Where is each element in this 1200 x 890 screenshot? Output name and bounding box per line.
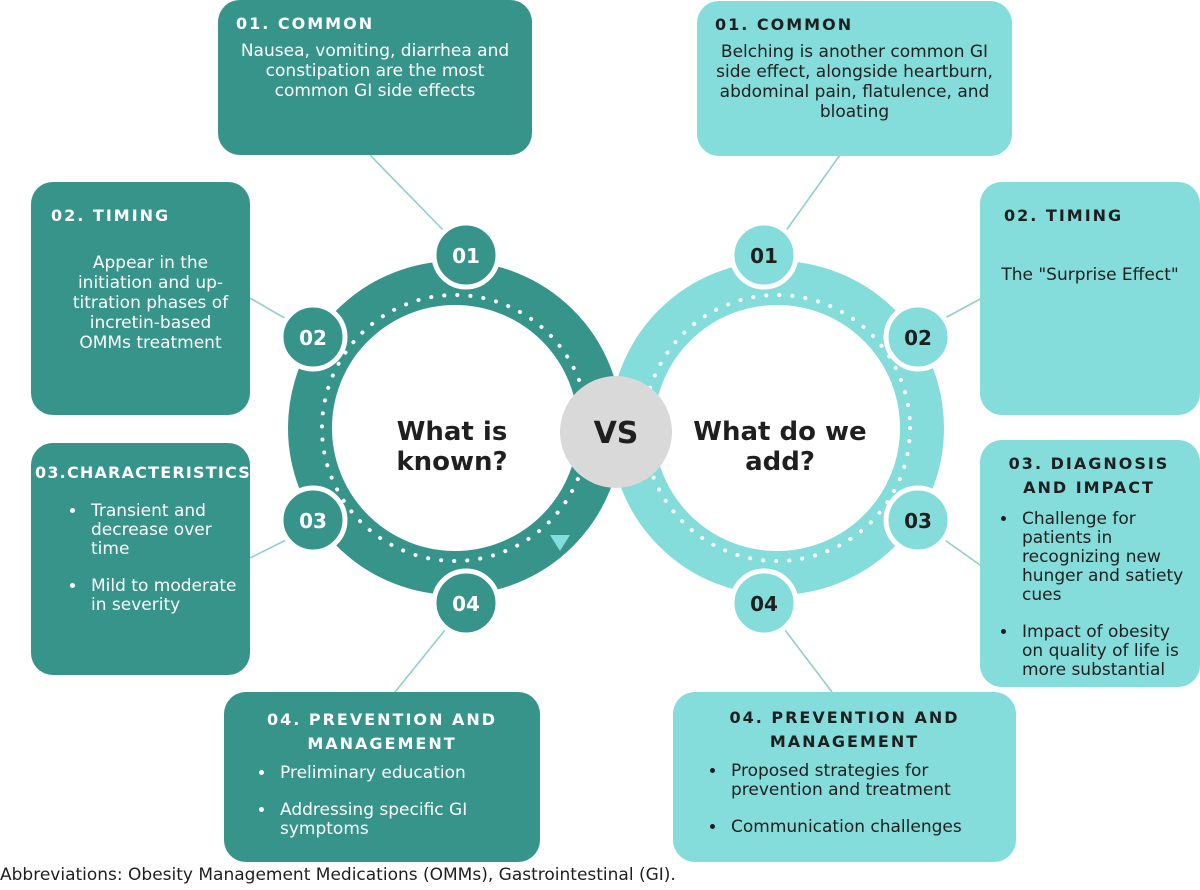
right-step-04: 04 xyxy=(729,568,799,638)
left-card-prevention: 04. PREVENTION AND MANAGEMENT Preliminar… xyxy=(224,692,540,862)
connector-right-01 xyxy=(784,154,841,233)
left-step-01: 01 xyxy=(431,220,501,290)
right-card-diagnosis-title: 03. DIAGNOSIS AND IMPACT xyxy=(1008,454,1170,497)
list-item: Mild to moderate in severity xyxy=(87,577,246,615)
left-step-02: 02 xyxy=(278,302,348,372)
left-card-characteristics: 03.CHARACTERISTICS Transient and decreas… xyxy=(31,443,250,675)
left-card-timing: 02. TIMING Appear in the initiation and … xyxy=(31,182,250,415)
left-card-common-title: 01. COMMON xyxy=(236,14,375,33)
vs-circle xyxy=(560,376,672,488)
connector-right-02 xyxy=(944,297,983,319)
right-card-timing-title: 02. TIMING xyxy=(1004,206,1124,225)
connector-left-04 xyxy=(394,629,446,693)
list-item: Addressing specific GI symptoms xyxy=(276,801,520,839)
connector-right-03 xyxy=(941,537,981,566)
left-step-04: 04 xyxy=(431,568,501,638)
right-card-prevention: 04. PREVENTION AND MANAGEMENT Proposed s… xyxy=(673,692,1016,862)
left-card-common-body: Nausea, vomiting, diarrhea and constipat… xyxy=(240,41,510,101)
connector-left-01 xyxy=(369,154,446,233)
right-step-03-label: 03 xyxy=(904,509,932,533)
arrowhead-icon xyxy=(550,535,570,551)
left-card-timing-body: Appear in the initiation and up-titratio… xyxy=(72,253,229,353)
left-step-03-label: 03 xyxy=(299,509,327,533)
right-card-timing-body: The "Surprise Effect" xyxy=(1001,265,1179,285)
left-card-common: 01. COMMON Nausea, vomiting, diarrhea an… xyxy=(218,0,532,155)
connector-right-04 xyxy=(784,629,833,693)
left-step-03: 03 xyxy=(278,485,348,555)
list-item: Communication challenges xyxy=(727,818,996,837)
left-center-label-line2: known? xyxy=(396,447,507,477)
vs-label: VS xyxy=(594,416,639,451)
right-center-label-line2: add? xyxy=(745,447,815,477)
right-step-01-label: 01 xyxy=(750,244,778,268)
left-card-timing-title: 02. TIMING xyxy=(51,206,171,225)
right-step-02: 02 xyxy=(883,302,953,372)
right-card-common-title: 01. COMMON xyxy=(715,15,854,34)
connector-left-03 xyxy=(249,537,291,559)
list-item: Transient and decrease over time xyxy=(87,502,246,559)
left-center-label-line1: What is xyxy=(397,417,508,447)
right-card-common-body: Belching is another common GI side effec… xyxy=(716,42,993,122)
right-center-label-line1: What do we xyxy=(693,417,866,447)
list-item: Proposed strategies for prevention and t… xyxy=(727,762,996,800)
list-item: Challenge for patients in recognizing ne… xyxy=(1018,510,1194,605)
connector-left-02 xyxy=(249,297,289,321)
list-item: Impact of obesity on quality of life is … xyxy=(1018,623,1194,680)
right-card-timing: 02. TIMING The "Surprise Effect" xyxy=(980,182,1200,415)
right-card-diagnosis: 03. DIAGNOSIS AND IMPACT Challenge for p… xyxy=(980,440,1200,687)
left-card-characteristics-title: 03.CHARACTERISTICS xyxy=(35,463,250,482)
left-card-prevention-list: Preliminary education Addressing specifi… xyxy=(244,764,520,839)
left-card-characteristics-list: Transient and decrease over time Mild to… xyxy=(35,502,246,615)
right-card-diagnosis-list: Challenge for patients in recognizing ne… xyxy=(984,510,1194,680)
right-card-prevention-list: Proposed strategies for prevention and t… xyxy=(693,762,996,837)
left-card-prevention-title: 04. PREVENTION AND MANAGEMENT xyxy=(266,710,498,753)
left-step-01-label: 01 xyxy=(452,244,480,268)
right-card-prevention-title: 04. PREVENTION AND MANAGEMENT xyxy=(729,708,960,751)
right-step-01: 01 xyxy=(729,220,799,290)
connector-lines xyxy=(249,154,983,693)
right-step-04-label: 04 xyxy=(750,592,778,616)
left-step-02-label: 02 xyxy=(299,326,327,350)
footnote: Abbreviations: Obesity Management Medica… xyxy=(0,865,676,885)
left-step-04-label: 04 xyxy=(452,592,480,616)
list-item: Preliminary education xyxy=(276,764,520,783)
right-step-02-label: 02 xyxy=(904,326,932,350)
right-card-common: 01. COMMON Belching is another common GI… xyxy=(697,1,1012,156)
right-step-03: 03 xyxy=(883,485,953,555)
